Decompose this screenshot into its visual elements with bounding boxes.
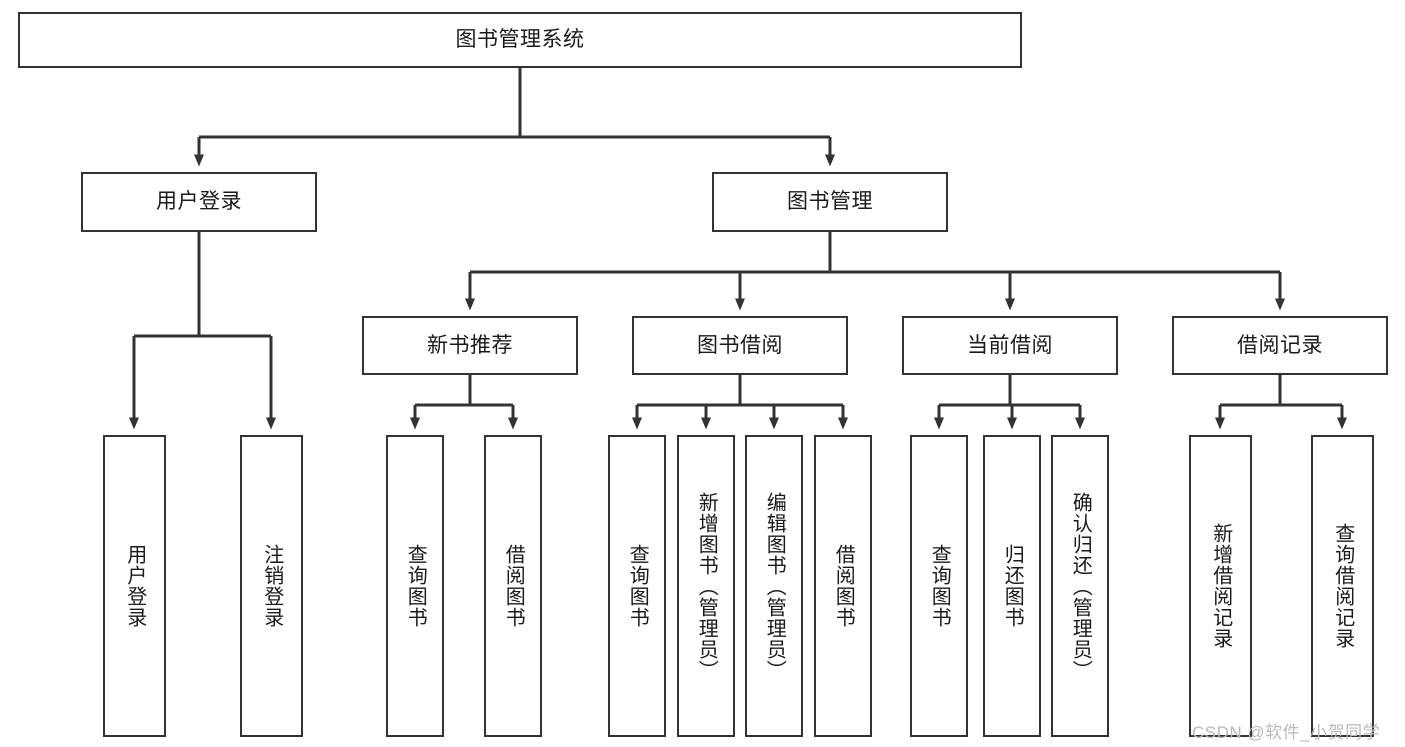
node-leaf-user-logout[interactable]: 注销登录 [240,435,303,737]
node-root[interactable]: 图书管理系统 [18,12,1022,68]
node-user-login-label: 用户登录 [156,190,242,214]
node-book-borrow[interactable]: 图书借阅 [632,316,848,375]
node-leaf-user-login-label: 用户登录 [123,544,146,628]
node-leaf-query-record-label: 查询借阅记录 [1331,523,1354,649]
csdn-watermark: CSDN @软件_小贺同学 [1192,723,1381,742]
node-new-book-recommend[interactable]: 新书推荐 [362,316,578,375]
node-leaf-query-book-1[interactable]: 查询图书 [386,435,444,737]
node-leaf-user-logout-label: 注销登录 [260,544,283,628]
node-leaf-edit-book-label: 编辑图书（管理员） [763,491,786,681]
node-new-book-recommend-label: 新书推荐 [427,333,513,357]
node-leaf-borrow-book-2-label: 借阅图书 [832,544,855,628]
node-borrow-record-label: 借阅记录 [1237,333,1323,357]
node-current-borrow-label: 当前借阅 [967,333,1053,357]
node-leaf-return-book[interactable]: 归还图书 [983,435,1041,737]
node-leaf-borrow-book-1-label: 借阅图书 [502,544,525,628]
node-leaf-edit-book[interactable]: 编辑图书（管理员） [745,435,803,737]
node-leaf-confirm-return-label: 确认归还（管理员） [1069,491,1092,681]
node-leaf-add-record[interactable]: 新增借阅记录 [1189,435,1252,737]
node-leaf-add-book[interactable]: 新增图书（管理员） [677,435,735,737]
node-leaf-borrow-book-2[interactable]: 借阅图书 [814,435,872,737]
node-book-management-label: 图书管理 [787,190,873,214]
node-leaf-query-book-3-label: 查询图书 [928,544,951,628]
node-leaf-confirm-return[interactable]: 确认归还（管理员） [1051,435,1109,737]
node-user-login[interactable]: 用户登录 [81,172,317,232]
node-leaf-query-book-2-label: 查询图书 [626,544,649,628]
node-leaf-query-book-2[interactable]: 查询图书 [608,435,666,737]
node-leaf-query-book-1-label: 查询图书 [404,544,427,628]
node-book-management[interactable]: 图书管理 [712,172,948,232]
node-leaf-query-book-3[interactable]: 查询图书 [910,435,968,737]
node-borrow-record[interactable]: 借阅记录 [1172,316,1388,375]
node-book-borrow-label: 图书借阅 [697,333,783,357]
node-leaf-user-login[interactable]: 用户登录 [103,435,166,737]
node-current-borrow[interactable]: 当前借阅 [902,316,1118,375]
node-leaf-add-book-label: 新增图书（管理员） [695,491,718,681]
node-leaf-add-record-label: 新增借阅记录 [1209,523,1232,649]
node-root-label: 图书管理系统 [455,28,585,52]
node-leaf-query-record[interactable]: 查询借阅记录 [1311,435,1374,737]
node-leaf-return-book-label: 归还图书 [1001,544,1024,628]
node-leaf-borrow-book-1[interactable]: 借阅图书 [484,435,542,737]
